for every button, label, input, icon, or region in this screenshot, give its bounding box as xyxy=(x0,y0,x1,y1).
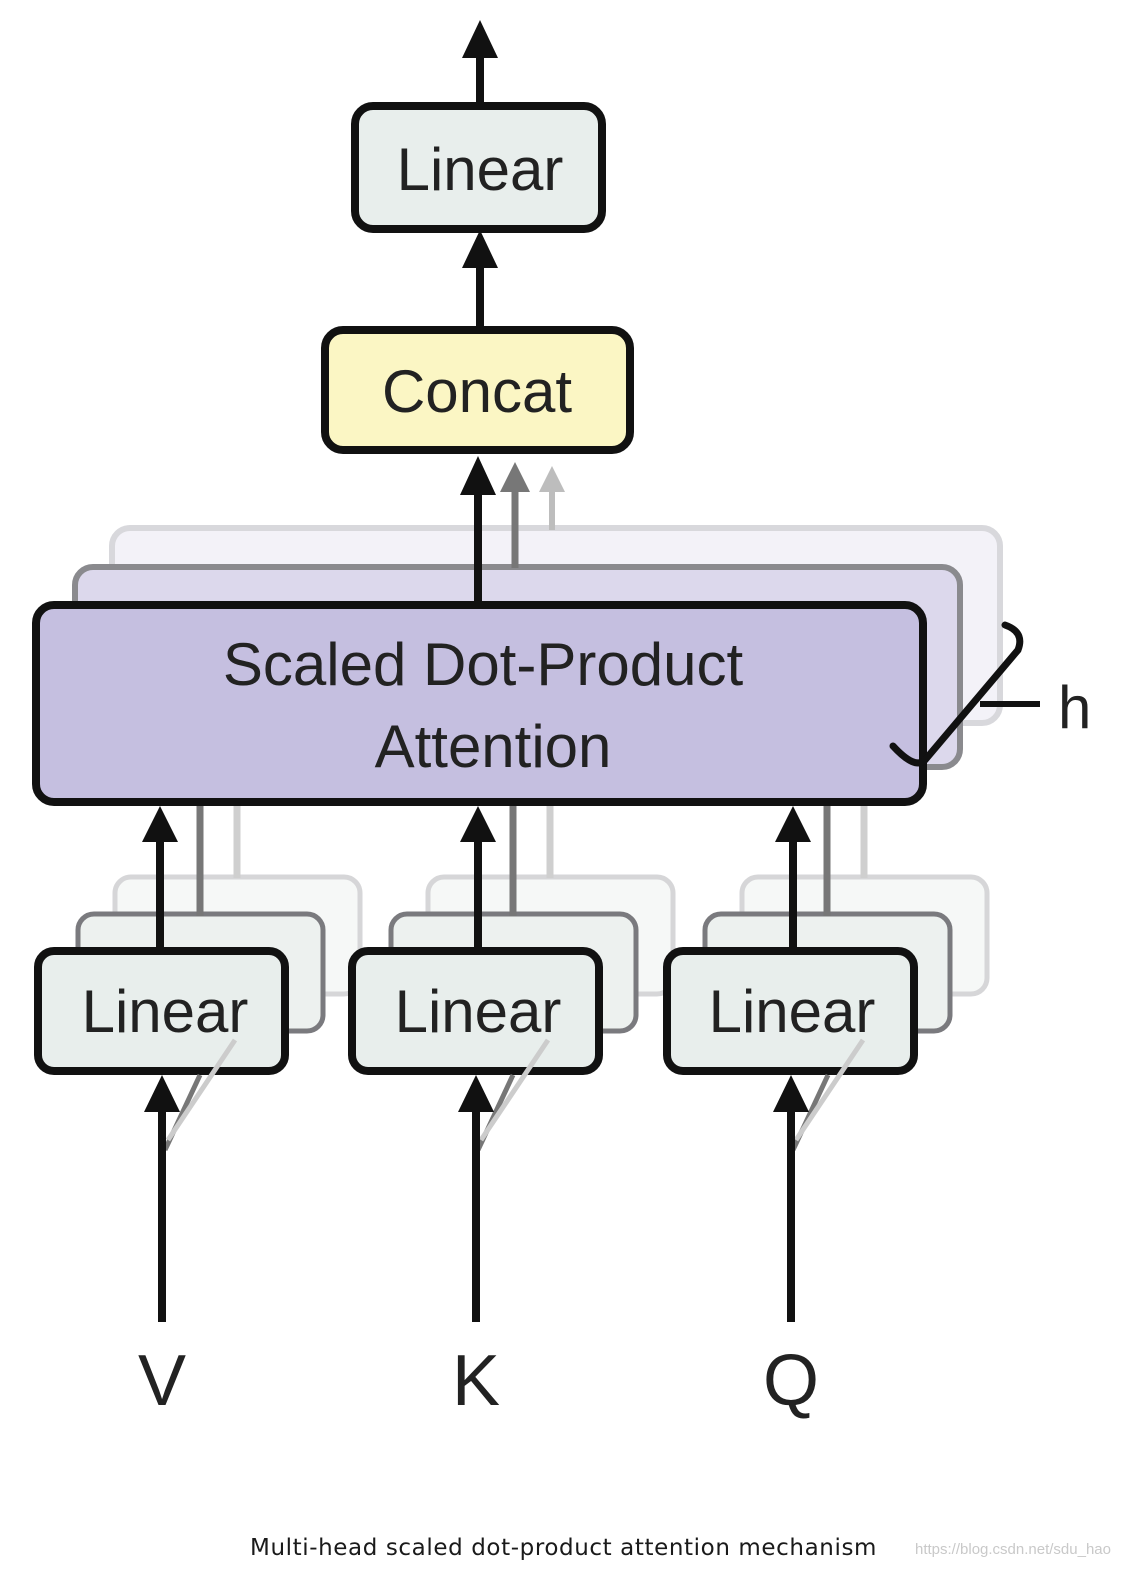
attention-label-line1: Scaled Dot-Product xyxy=(223,631,744,698)
arrowheads-linear-to-attention xyxy=(142,806,811,842)
head-count-brace xyxy=(889,621,1024,767)
main-arrows-top xyxy=(474,50,484,605)
input-label-q: Q xyxy=(763,1341,819,1421)
input-ghost-diagonals xyxy=(162,1038,866,1152)
main-arrowheads-top xyxy=(460,20,498,495)
linear-label-k: Linear xyxy=(395,978,562,1045)
input-label-k: K xyxy=(452,1341,500,1421)
linear-label-q: Linear xyxy=(709,978,876,1045)
input-arrows xyxy=(158,1108,795,1322)
figure-caption: Multi-head scaled dot-product attention … xyxy=(250,1535,878,1561)
ghost-arrows-linear-to-attention xyxy=(196,805,868,916)
output-linear-label: Linear xyxy=(397,136,564,203)
ghost-arrows-attention-to-concat xyxy=(500,462,565,568)
linear-label-v: Linear xyxy=(82,978,249,1045)
concat-label: Concat xyxy=(382,358,572,425)
input-arrowheads xyxy=(144,1075,809,1112)
arrows-linear-to-attention xyxy=(156,838,797,951)
input-label-v: V xyxy=(138,1341,186,1421)
watermark: https://blog.csdn.net/sdu_hao xyxy=(915,1541,1111,1558)
head-count-label: h xyxy=(1058,674,1091,741)
attention-label-line2: Attention xyxy=(375,713,612,780)
